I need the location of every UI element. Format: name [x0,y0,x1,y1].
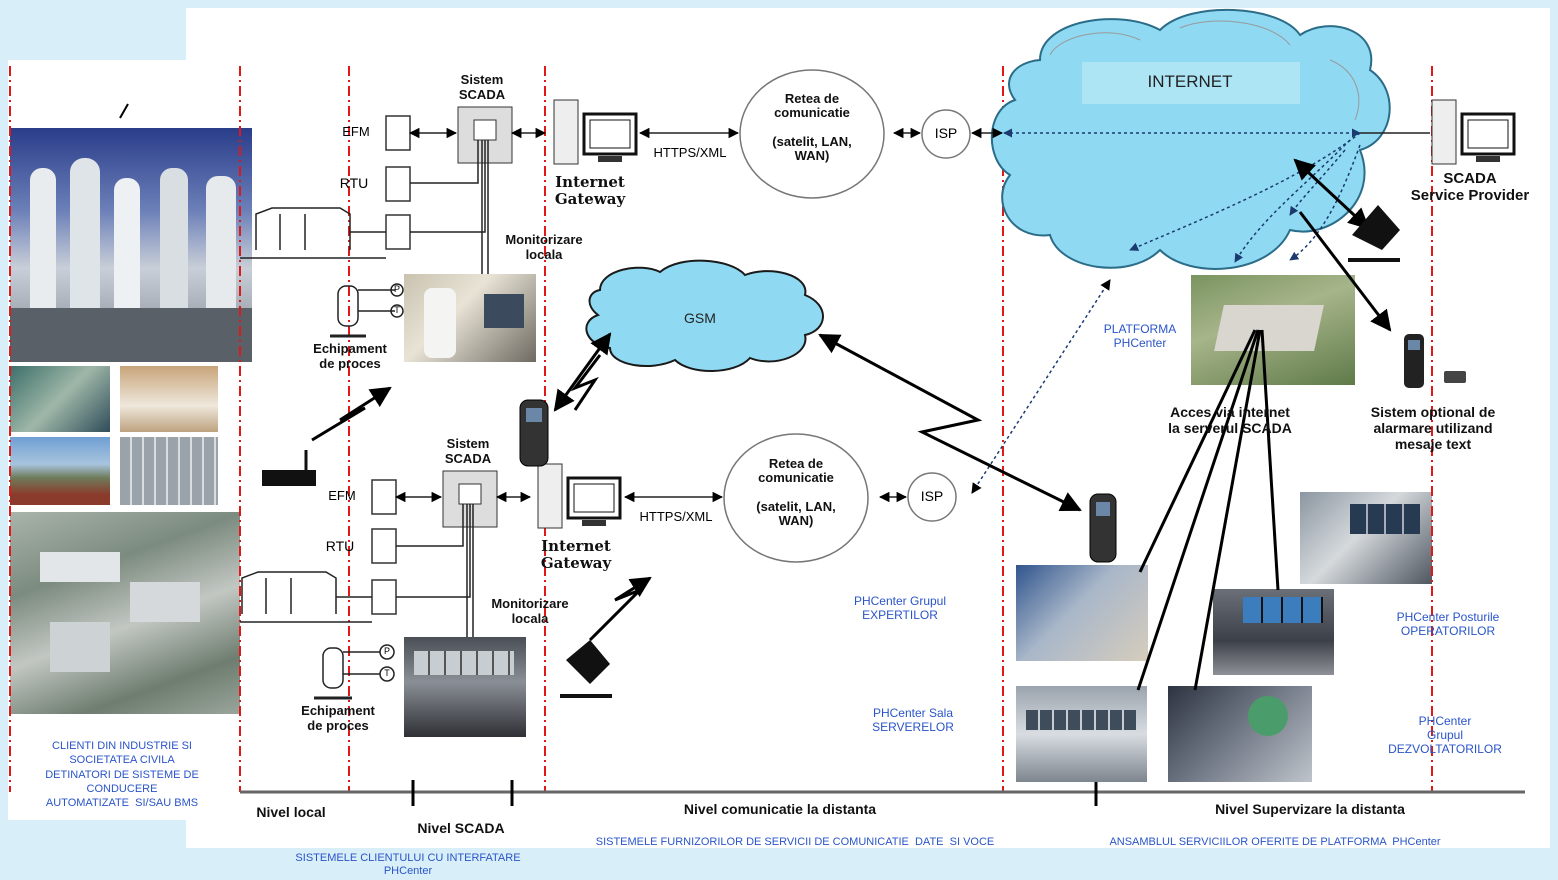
gateway-label-top: Internet Gateway [554,173,626,209]
level-comunicatie: Nivel comunicatie la distanta [683,801,877,817]
salt-field-photo [120,366,218,432]
isp-label-bottom: ISP [920,488,944,504]
workers-photo [10,366,110,432]
footer-ansamblul: ANSAMBLUL SERVICIILOR OFERITE DE PLATFOR… [1109,836,1441,848]
operator-lab-photo [404,274,536,362]
network-ellipse-top [739,69,885,199]
control-room-photo [404,637,526,737]
monitorizare-label-top: Monitorizare locala [505,232,583,262]
monitorizare-label-bottom: Monitorizare locala [491,596,569,626]
network-label-top: Retea de comunicatie (satelit, LAN, WAN) [772,91,852,164]
footer-furnizori: SISTEMELE FURNIZORILOR DE SERVICII DE CO… [595,836,995,848]
scada-label-bottom: Sistem SCADA [444,436,492,466]
internet-label: INTERNET [1147,72,1233,91]
experts-photo [1016,565,1148,661]
aerial-plant-photo [10,512,240,714]
developers-photo [1168,686,1312,782]
sala-serverelor-label: PHCenter Sala SERVERELOR [872,706,954,734]
server-room-photo [1016,686,1147,782]
posturile-label: PHCenter Posturile OPERATORILOR [1396,610,1500,638]
efm-label-bottom: EFM [328,488,356,503]
https-label-bottom: HTTPS/XML [639,509,713,524]
rtu-label-top: RTU [339,175,369,191]
service-provider-label: SCADA Service Provider [1410,170,1530,205]
isp-circle-top [921,109,971,159]
https-label-top: HTTPS/XML [653,145,727,160]
internet-cloud [990,8,1391,270]
satellite-dishes [560,205,1400,698]
echipament-label-top: Echipament de proces [313,341,387,371]
gateway-label-bottom: Internet Gateway [540,537,612,573]
rtu-label-bottom: RTU [325,538,355,554]
level-local: Nivel local [256,804,326,820]
network-label-bottom: Retea de comunicatie (satelit, LAN, WAN) [756,456,836,529]
t-label-bottom: T [384,668,390,678]
gateway-computer-bottom [537,463,622,529]
control-cabinet-photo [120,437,218,505]
dezvoltatorilor-label: PHCenter Grupul DEZVOLTATORILOR [1388,714,1502,756]
scada-label-top: Sistem SCADA [458,72,506,102]
platforma-label: PLATFORMA PHCenter [1103,322,1177,350]
level-supervizare: Nivel Supervizare la distanta [1215,801,1405,817]
industrial-plant-photo [10,128,252,362]
grup-expertilor-label: PHCenter Grupul EXPERTILOR [853,594,947,622]
acces-label: Acces via internet la serverul SCADA [1168,404,1292,437]
p-label-top: P [393,284,400,294]
gsm-label: GSM [684,310,716,326]
modem-device [262,470,316,486]
p-label-bottom: P [383,646,390,656]
service-provider-computer [1431,99,1516,165]
efm-label-top: EFM [342,124,370,139]
operators-room-photo [1300,492,1432,584]
t-label-top: T [394,305,400,315]
gateway-computer-top [553,99,638,165]
clienti-label: CLIENTI DIN INDUSTRIE SI SOCIETATEA CIVI… [45,740,199,810]
alarm-label: Sistem optional de alarmare utilizand me… [1370,404,1496,453]
landscape-photo [10,437,110,505]
mobile-phones [519,334,1466,563]
operator-desk-photo [1213,589,1334,675]
echipament-label-bottom: Echipament de proces [301,703,375,733]
level-scada: Nivel SCADA [417,820,505,836]
footer-client: SISTEMELE CLIENTULUI CU INTERFATARE PHCe… [295,852,521,877]
server-building-photo [1191,275,1355,385]
isp-label-top: ISP [934,125,958,141]
